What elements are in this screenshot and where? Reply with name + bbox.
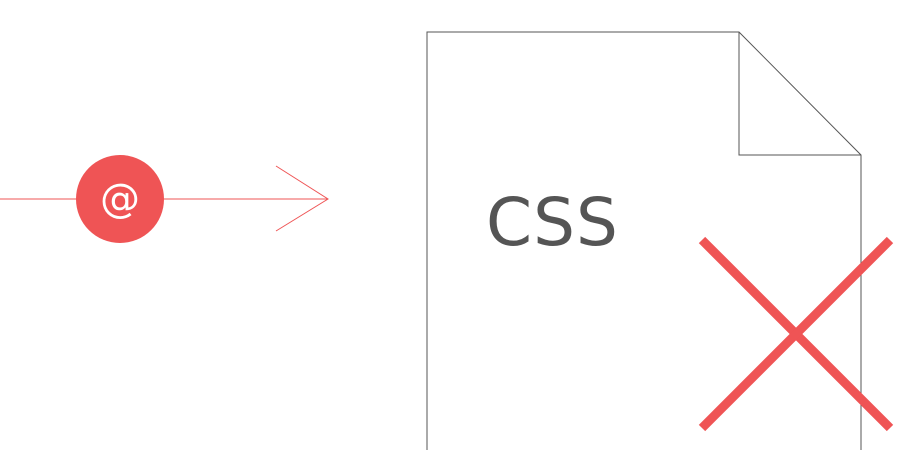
arrow-head-icon (275, 165, 329, 232)
at-sign-symbol: @ (100, 176, 140, 222)
document-fold-icon (738, 32, 861, 156)
document-label: CSS (486, 184, 619, 261)
cross-icon (698, 236, 894, 432)
at-sign-icon: @ (76, 155, 164, 243)
